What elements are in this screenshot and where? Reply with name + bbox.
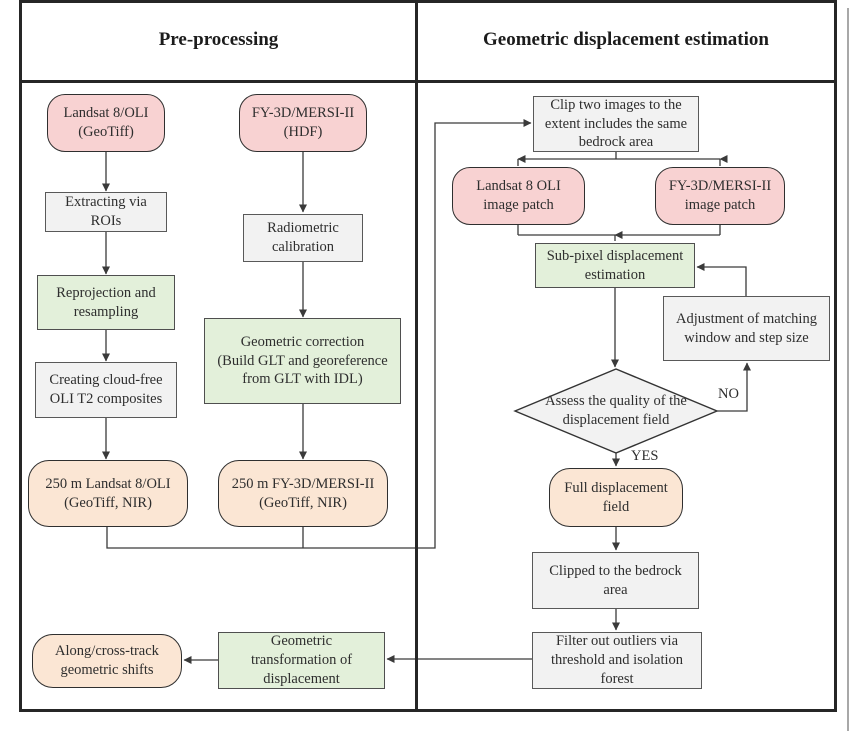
node-cloud-free: Creating cloud-free OLI T2 composites [35,362,177,418]
node-landsat-source: Landsat 8/OLI (GeoTiff) [47,94,165,152]
node-extract-rois: Extracting via ROIs [45,192,167,232]
node-clip-images: Clip two images to the extent includes t… [533,96,699,152]
arrow-250m-to-clip [106,123,531,549]
panel-divider-line [415,0,418,712]
line-patch-merge [517,225,721,236]
node-landsat-250m: 250 m Landsat 8/OLI (GeoTiff, NIR) [28,460,188,527]
page-edge-line [847,8,849,731]
header-divider-line [19,80,837,83]
node-filter-outliers: Filter out outliers via threshold and is… [532,632,702,689]
node-radiometric-cal: Radiometric calibration [243,214,363,262]
branch-label-no: NO [718,386,739,402]
node-fy-patch: FY-3D/MERSI-II image patch [655,167,785,225]
node-clipped-bedrock: Clipped to the bedrock area [532,552,699,609]
node-fy-source: FY-3D/MERSI-II (HDF) [239,94,367,152]
node-geometric-correction: Geometric correction (Build GLT and geor… [204,318,401,404]
decision-diamond-shape [513,368,719,454]
node-full-field: Full displacement field [549,468,683,527]
node-track-shifts: Along/cross-track geometric shifts [32,634,182,688]
displacement-panel-title: Geometric displacement estimation [483,29,769,50]
node-assess-quality: Assess the quality of the displacement f… [545,393,687,428]
node-reprojection: Reprojection and resampling [37,275,175,330]
arrow-no-to-adjustment [717,362,751,412]
node-adjustment: Adjustment of matching window and step s… [663,296,830,361]
line-clip-split [518,152,720,160]
node-subpixel: Sub-pixel displacement estimation [535,243,695,288]
node-geo-transform: Geometric transformation of displacement [218,632,385,689]
arrow-adjustment-to-subpixel [696,263,747,296]
node-fy-250m: 250 m FY-3D/MERSI-II (GeoTiff, NIR) [218,460,388,527]
preprocessing-panel-title: Pre-processing [158,29,279,50]
branch-label-yes: YES [631,448,659,464]
node-landsat-patch: Landsat 8 OLI image patch [452,167,585,225]
